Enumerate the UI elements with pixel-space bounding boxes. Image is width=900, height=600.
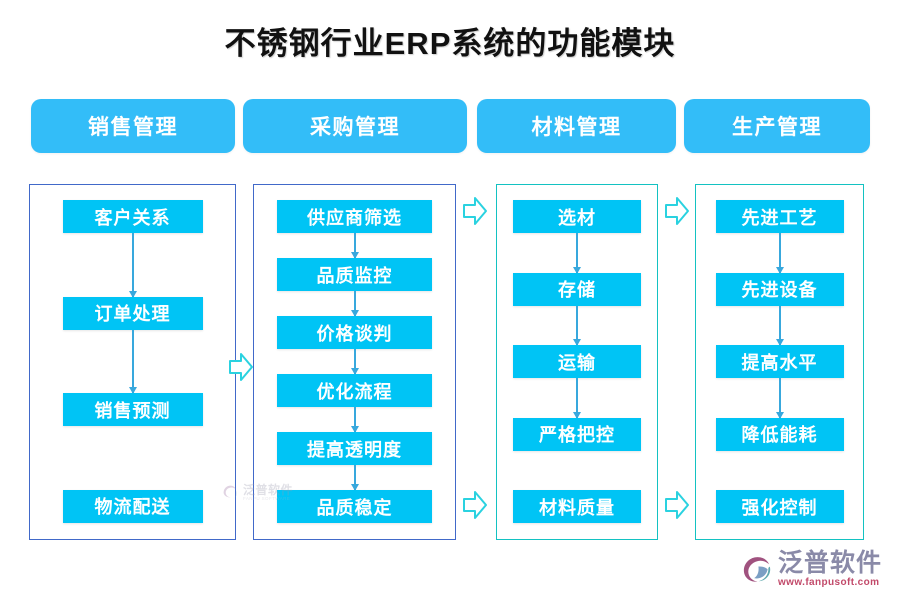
- chevron-right-icon-material-to-production: [664, 196, 690, 226]
- down-arrow-icon: [128, 329, 137, 394]
- flow-node: 提高水平: [696, 345, 863, 378]
- flow-node: 运输: [497, 345, 657, 378]
- flow-node-material-3[interactable]: 严格把控: [513, 417, 641, 451]
- flow-node-sales-1[interactable]: 订单处理: [62, 296, 203, 330]
- header-material[interactable]: 材料管理: [477, 99, 676, 153]
- flow-node: 先进设备: [696, 272, 863, 306]
- panel-production: 先进工艺先进设备提高水平降低能耗强化控制: [695, 184, 864, 540]
- flow-node-purchase-3[interactable]: 优化流程: [277, 374, 432, 407]
- header-purchase[interactable]: 采购管理: [243, 99, 467, 153]
- flow-node-purchase-5[interactable]: 品质稳定: [277, 490, 432, 523]
- flow-node: 材料质量: [497, 490, 657, 523]
- down-arrow-icon: [350, 407, 359, 433]
- node-spacer: [779, 451, 781, 491]
- watermark-text: 泛普软件 FANPU SOFTWARE: [243, 484, 293, 502]
- down-arrow-icon: [350, 465, 359, 491]
- down-arrow-icon: [573, 378, 581, 418]
- node-spacer: [576, 451, 578, 491]
- chevron-right-icon-purchase-to-material-2: [462, 490, 488, 520]
- flow-node-sales-2[interactable]: 销售预测: [62, 393, 203, 427]
- chevron-right-icon-sales-to-purchase: [228, 352, 254, 382]
- down-arrow-icon: [775, 233, 784, 273]
- flow-node: 提高透明度: [254, 432, 455, 465]
- watermark: 泛普软件 FANPU SOFTWARE: [222, 484, 293, 502]
- chevron-right-icon-purchase-to-material: [462, 196, 488, 226]
- page-title: 不锈钢行业ERP系统的功能模块: [224, 26, 676, 61]
- brand-url: www.fanpusoft.com: [777, 577, 880, 588]
- flow-node: 订单处理: [30, 296, 235, 330]
- brand-name: 泛普软件: [777, 549, 882, 577]
- flow-node-production-3[interactable]: 降低能耗: [715, 417, 844, 451]
- panel-purchase: 供应商筛选品质监控价格谈判优化流程提高透明度品质稳定: [253, 184, 456, 540]
- flow-node: 物流配送: [30, 489, 235, 523]
- flow-node: 选材: [497, 200, 657, 233]
- flow-node-material-1[interactable]: 存储: [513, 272, 641, 306]
- down-arrow-icon: [775, 378, 784, 418]
- header-production[interactable]: 生产管理: [684, 99, 870, 153]
- flow-node-production-4[interactable]: 强化控制: [715, 490, 844, 523]
- flow-node: 优化流程: [254, 374, 455, 407]
- header-row: 销售管理 采购管理 材料管理 生产管理: [0, 99, 900, 155]
- panel-material: 选材存储运输严格把控材料质量: [496, 184, 658, 540]
- flow-node: 强化控制: [696, 490, 863, 523]
- watermark-sub: FANPU SOFTWARE: [243, 496, 291, 501]
- flow-node-purchase-2[interactable]: 价格谈判: [277, 316, 432, 349]
- flow-node-material-2[interactable]: 运输: [513, 345, 641, 378]
- flow-node: 客户关系: [30, 200, 235, 233]
- flow-node-sales-0[interactable]: 客户关系: [62, 200, 203, 233]
- node-spacer: [132, 426, 134, 490]
- flow-node-production-1[interactable]: 先进设备: [715, 272, 844, 306]
- column-production-items: 先进工艺先进设备提高水平降低能耗强化控制: [696, 185, 863, 539]
- flow-node-production-0[interactable]: 先进工艺: [715, 200, 844, 233]
- panel-sales: 客户关系订单处理销售预测物流配送: [29, 184, 236, 540]
- down-arrow-icon: [350, 349, 359, 375]
- watermark-name: 泛普软件: [243, 483, 294, 497]
- down-arrow-icon: [775, 305, 784, 346]
- fanpu-swoosh-icon: [743, 556, 771, 582]
- flow-node: 销售预测: [30, 393, 235, 427]
- down-arrow-icon: [573, 305, 581, 346]
- chevron-right-icon-material-to-production-2: [664, 490, 690, 520]
- down-arrow-icon: [350, 233, 359, 259]
- brand-swoosh-icon: [223, 485, 237, 500]
- flow-node-sales-3[interactable]: 物流配送: [62, 489, 203, 523]
- down-arrow-icon: [573, 233, 581, 273]
- flow-node: 品质稳定: [254, 490, 455, 523]
- brand-text: 泛普软件 www.fanpusoft.com: [778, 551, 882, 588]
- brand-logo: 泛普软件 www.fanpusoft.com: [742, 551, 882, 588]
- flow-node: 存储: [497, 272, 657, 306]
- flow-node: 品质监控: [254, 258, 455, 291]
- flow-node: 价格谈判: [254, 316, 455, 349]
- header-sales[interactable]: 销售管理: [31, 99, 235, 153]
- down-arrow-icon: [128, 233, 137, 298]
- flow-node: 先进工艺: [696, 200, 863, 233]
- flow-node: 严格把控: [497, 417, 657, 451]
- flow-node-material-0[interactable]: 选材: [513, 200, 641, 233]
- flow-node: 降低能耗: [696, 417, 863, 451]
- flow-node-material-4[interactable]: 材料质量: [513, 490, 641, 523]
- flow-node-purchase-0[interactable]: 供应商筛选: [277, 200, 432, 233]
- flow-node: 供应商筛选: [254, 200, 455, 233]
- flow-node-production-2[interactable]: 提高水平: [715, 345, 844, 378]
- column-purchase-items: 供应商筛选品质监控价格谈判优化流程提高透明度品质稳定: [254, 185, 455, 539]
- down-arrow-icon: [350, 291, 359, 317]
- column-sales-items: 客户关系订单处理销售预测物流配送: [30, 185, 235, 539]
- flow-node-purchase-4[interactable]: 提高透明度: [277, 432, 432, 465]
- column-material-items: 选材存储运输严格把控材料质量: [497, 185, 657, 539]
- flow-node-purchase-1[interactable]: 品质监控: [277, 258, 432, 291]
